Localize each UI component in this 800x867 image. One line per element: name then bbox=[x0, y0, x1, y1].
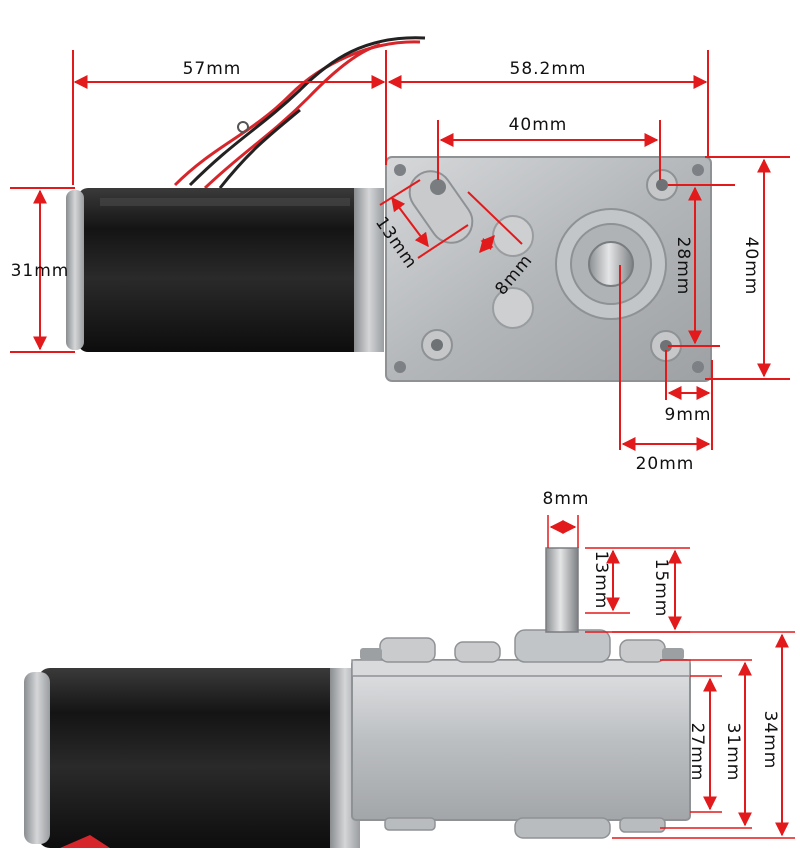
dimension-gearbox-height: 40mm bbox=[705, 156, 790, 380]
dimension-body-31: 31mm bbox=[660, 659, 752, 829]
dimension-motor-length: 57mm bbox=[72, 50, 387, 185]
dimension-shaft-flat: 13mm bbox=[585, 547, 690, 614]
dimension-shaft-diameter: 8mm bbox=[543, 489, 590, 548]
gearbox-side bbox=[351, 547, 691, 839]
label-shaft-length: 15mm bbox=[651, 559, 671, 618]
label-body-31: 31mm bbox=[723, 723, 743, 782]
label-hole-spacing-x: 40mm bbox=[509, 115, 568, 135]
label-hole-spacing-y: 28mm bbox=[673, 237, 693, 296]
label-shaft-flat: 13mm bbox=[591, 551, 611, 610]
dimension-hole-spacing-y: 28mm bbox=[668, 184, 735, 347]
label-hole-edge-offset: 9mm bbox=[665, 405, 712, 425]
dimension-gearbox-length: 58.2mm bbox=[387, 50, 709, 158]
motor-body-side bbox=[24, 668, 360, 848]
motor-body-top bbox=[66, 188, 384, 352]
dimension-motor-diameter: 31mm bbox=[10, 187, 75, 353]
label-motor-diameter: 31mm bbox=[11, 261, 70, 281]
motor-wires bbox=[173, 36, 426, 190]
dimension-body-34: 34mm bbox=[612, 631, 795, 839]
gearbox-top bbox=[385, 156, 712, 382]
dimension-body-27: 27mm bbox=[687, 675, 722, 813]
label-motor-length: 57mm bbox=[183, 59, 242, 79]
label-shaft-edge-offset: 20mm bbox=[636, 454, 695, 474]
dimension-hole-spacing-x: 40mm bbox=[437, 115, 661, 180]
label-gearbox-height: 40mm bbox=[741, 237, 761, 296]
top-view: 57mm 58.2mm 40mm 31mm 13mm bbox=[10, 36, 790, 474]
label-gearbox-length: 58.2mm bbox=[510, 59, 587, 79]
side-view: 8mm 13mm 15mm 27mm 31mm bbox=[24, 489, 795, 848]
label-body-27: 27mm bbox=[687, 723, 707, 782]
label-shaft-diameter: 8mm bbox=[543, 489, 590, 509]
dimension-hole-edge-offset: 9mm bbox=[665, 350, 713, 450]
dimension-shaft-edge-offset: 20mm bbox=[619, 265, 711, 474]
label-body-34: 34mm bbox=[760, 711, 780, 770]
